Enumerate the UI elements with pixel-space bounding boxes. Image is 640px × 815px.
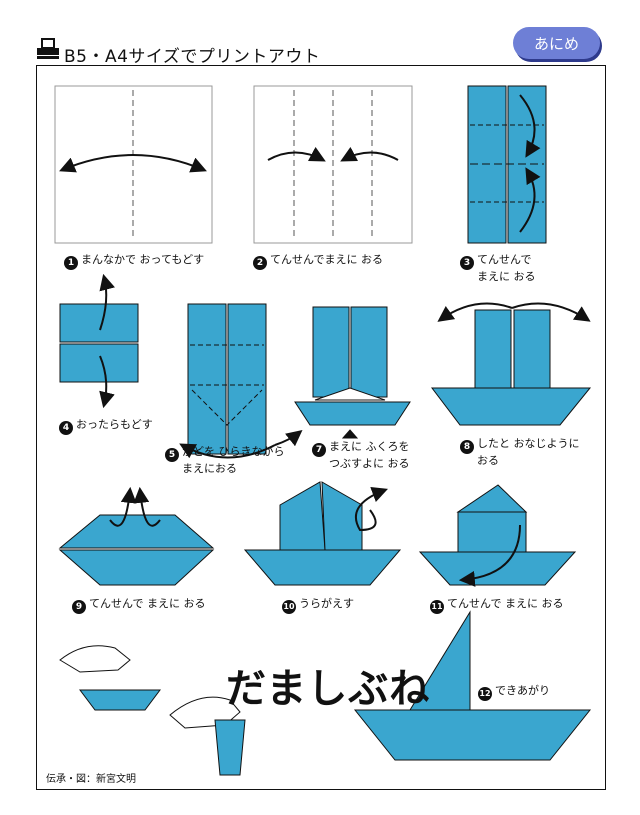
step11-diagram <box>418 484 577 587</box>
step9-diagram <box>58 486 215 586</box>
credit: 伝承・図：新宮文明 <box>46 774 136 785</box>
step5-diagram <box>179 303 303 459</box>
step8-diagram <box>430 302 592 426</box>
craft-title: だましぶね <box>226 666 431 712</box>
step4-diagram <box>59 273 139 409</box>
page-title: B5・A4サイズでプリントアウト <box>64 47 321 67</box>
step10-diagram <box>243 481 402 586</box>
step2-diagram <box>253 85 413 244</box>
step3-diagram <box>467 85 547 244</box>
hand-illustration-1 <box>59 645 161 711</box>
printer-icon <box>37 38 59 59</box>
step7-diagram <box>294 306 411 439</box>
hand-illustration-2 <box>169 696 246 776</box>
animation-button[interactable]: あにめ <box>513 27 600 59</box>
step12-diagram <box>353 610 592 761</box>
step1-diagram <box>54 85 213 244</box>
instructions-frame <box>36 65 606 790</box>
